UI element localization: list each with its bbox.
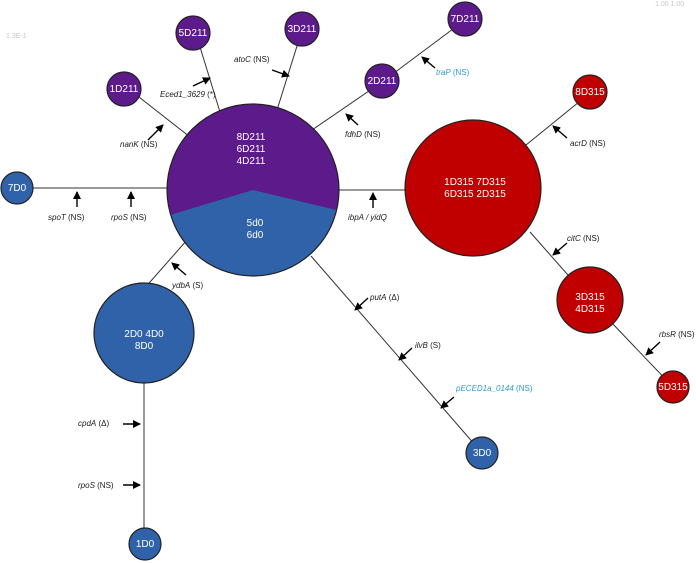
mutation-label-spoT: spoT (NS) <box>48 213 85 222</box>
node-3D315-label-2: 4D315 <box>575 304 605 315</box>
node-1D0: 1D0 <box>128 527 162 561</box>
hub-blue-segment <box>167 190 339 276</box>
mutation-label-rbsR: rbsR (NS) <box>659 330 695 339</box>
mutation-label-acrD: acrD (NS) <box>570 139 606 148</box>
node-2D0-label-1: 2D0 4D0 <box>124 329 164 340</box>
arrow-acrD <box>552 125 568 139</box>
arrow-ydbA <box>171 262 187 276</box>
hub-purple-label-1: 8D211 <box>237 132 266 143</box>
edge-hub-3D0 <box>310 255 483 454</box>
node-7D211: 7D211 <box>447 1 483 37</box>
mutation-label-ilvB: ilvB (S) <box>415 341 441 350</box>
edge-hub-1D211 <box>129 89 191 138</box>
mutation-label-atoC: atoC (NS) <box>234 55 270 64</box>
node-8D315: 8D315 <box>572 74 608 110</box>
mutation-labels: nanK (NS) Eced1_3629 (*) atoC (NS) fdhD … <box>48 55 695 490</box>
node-2D0: 2D0 4D0 8D0 <box>93 282 195 384</box>
arrow-rbsR <box>645 341 661 356</box>
mutation-label-fdhD: fdhD (NS) <box>345 130 381 139</box>
arrow-pECED <box>440 396 455 409</box>
node-2D211-label: 2D211 <box>368 76 397 87</box>
mutation-label-eced1: Eced1_3629 (*) <box>160 90 216 99</box>
node-2D0-label-2: 8D0 <box>135 341 154 352</box>
arrow-ilvB <box>398 347 413 361</box>
hub-purple-label-2: 6D211 <box>237 144 266 155</box>
hub-blue-label-2: 6d0 <box>247 230 264 241</box>
mutation-label-traP: traP (NS) <box>436 68 470 77</box>
node-8D315-label: 8D315 <box>575 87 605 98</box>
arrow-citC <box>552 242 568 256</box>
node-1D315-label-2: 6D315 2D315 <box>444 189 506 200</box>
node-3D0: 3D0 <box>465 436 499 470</box>
arrow-eced1 <box>192 77 211 87</box>
node-3D315-label-1: 3D315 <box>575 292 605 303</box>
corner-label-left: 1.3E-1 <box>6 33 27 40</box>
node-7D0: 7D0 <box>0 171 34 205</box>
node-5D315: 5D315 <box>656 370 690 404</box>
mutation-label-ibpA: ibpA / yidQ <box>348 213 387 222</box>
node-1D211-label: 1D211 <box>110 84 139 95</box>
arrow-nanK <box>147 124 164 141</box>
arrow-fdhD <box>345 113 359 126</box>
mutation-label-cpdA: cpdA (Δ) <box>78 419 109 428</box>
node-5D211-label: 5D211 <box>179 28 208 39</box>
arrow-putA <box>354 297 369 311</box>
node-3D315: 3D315 4D315 <box>556 266 624 334</box>
hub-blue-label-1: 5d0 <box>247 218 264 229</box>
node-1D315: 1D315 7D315 6D315 2D315 <box>404 119 542 257</box>
node-2D211: 2D211 <box>364 63 400 99</box>
node-3D211: 3D211 <box>284 11 320 47</box>
node-3D211-label: 3D211 <box>288 24 317 35</box>
node-1D315-label-1: 1D315 7D315 <box>444 177 506 188</box>
node-1D0-label: 1D0 <box>136 539 155 550</box>
mutation-label-nanK: nanK (NS) <box>120 140 158 149</box>
mutation-label-pECED: pECED1a_0144 (NS) <box>455 384 533 393</box>
mutation-label-ydbA: ydbA (S) <box>171 281 203 290</box>
mutation-label-citC: citC (NS) <box>567 234 600 243</box>
mutation-arrows <box>73 56 661 489</box>
mutation-label-putA: putA (Δ) <box>369 293 400 302</box>
node-7D211-label: 7D211 <box>451 14 480 25</box>
edges <box>18 19 674 545</box>
hub-node: 8D211 6D211 4D211 5d0 6d0 <box>166 103 340 277</box>
edge-hub-2D0 <box>142 239 188 291</box>
arrow-traP <box>421 56 436 69</box>
arrow-atoC <box>271 69 290 78</box>
node-7D0-label: 7D0 <box>8 183 27 194</box>
mutation-label-rpoS-bottom: rpoS (NS) <box>78 481 114 490</box>
node-5D211: 5D211 <box>175 15 211 51</box>
corner-label-right: 1.00 1.00 <box>655 1 684 8</box>
node-1D211: 1D211 <box>106 71 142 107</box>
hub-purple-label-3: 4D211 <box>237 156 266 167</box>
node-3D0-label: 3D0 <box>473 448 492 459</box>
mutation-label-rpoS-left: rpoS (NS) <box>111 213 147 222</box>
node-5D315-label: 5D315 <box>658 382 688 393</box>
